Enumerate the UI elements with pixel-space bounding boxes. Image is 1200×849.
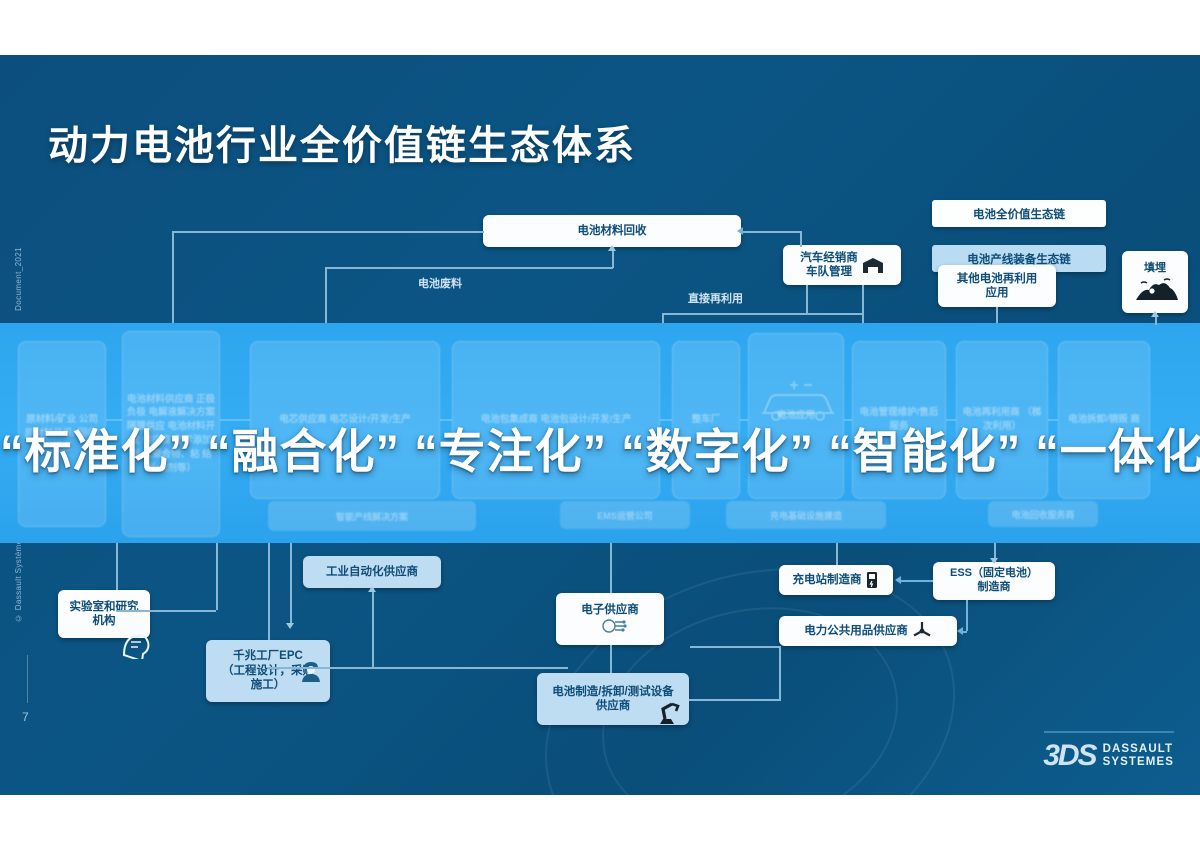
page-tick-rule — [27, 655, 28, 703]
logo-line-2: SYSTEMES — [1102, 756, 1174, 768]
connector — [610, 645, 612, 673]
side-label-document: Document_2021 — [14, 247, 23, 311]
warehouse-icon — [862, 256, 884, 274]
band-node-raw-materials[interactable]: 原材料/矿业 公司 原材料开采/ 回收/提炼 — [18, 341, 106, 527]
band-subnode-recycle-service[interactable]: 电池回收服务商 — [988, 501, 1098, 527]
connector — [806, 285, 808, 313]
legend-badge-full-value-chain[interactable]: 电池全价值生态链 — [932, 200, 1106, 227]
node-lab-research-institute[interactable]: 实验室和研究机构 — [58, 590, 150, 638]
node-label: 电池材料回收 — [577, 224, 647, 237]
connector — [612, 247, 614, 268]
node-landfill[interactable]: 填埋 — [1122, 251, 1188, 313]
connector — [372, 588, 374, 668]
node-label: 电力公共用品供应商 — [804, 624, 908, 637]
logo-divider — [1044, 731, 1174, 733]
connector — [610, 543, 612, 593]
node-label: 填埋 — [1144, 261, 1166, 274]
node-utility-supplier[interactable]: 电力公共用品供应商 — [779, 616, 957, 646]
connector — [689, 699, 781, 701]
decorative-swoosh — [503, 517, 997, 795]
research-head-icon — [118, 625, 152, 664]
node-charging-station-manufacturer[interactable]: 充电站制造商 — [779, 565, 893, 595]
node-label: 实验室和研究机构 — [69, 600, 139, 627]
band-node-dismantling[interactable]: 电池拆卸/销毁 商 — [1058, 341, 1150, 499]
band-node-battery-materials[interactable]: 电池材料供应商 正极 负极 电解液解决方案 隔膜供应 电池材料开发 供应商 化学… — [122, 331, 220, 537]
arrow-left-icon — [737, 227, 743, 235]
flow-label-direct-reuse: 直接再利用 — [688, 293, 743, 305]
band-subnode-charging-infra[interactable]: 充电基础设施建造 — [726, 501, 886, 529]
connector — [662, 313, 664, 323]
connector — [172, 231, 174, 323]
connector — [116, 610, 216, 612]
connector — [966, 600, 968, 631]
connector — [996, 307, 998, 323]
connector — [899, 580, 933, 582]
connector — [172, 231, 484, 233]
band-subnode-smart-line[interactable]: 智能产线解决方案 — [268, 501, 476, 531]
node-electronics-supplier[interactable]: 电子供应商 — [556, 593, 664, 645]
node-ess-manufacturer[interactable]: ESS（固定电池） 制造商 — [933, 562, 1055, 600]
arrow-up-icon — [608, 245, 616, 251]
arrow-up-icon — [1151, 311, 1159, 317]
band-node-second-life[interactable]: 电池再利用商 （梯次利用） — [956, 341, 1048, 499]
connector — [116, 543, 118, 590]
charging-station-icon — [866, 571, 880, 589]
logo-line-1: DASSAULT — [1102, 743, 1174, 756]
value-chain-band: 原材料/矿业 公司 原材料开采/ 回收/提炼 电池材料供应商 正极 负极 电解液… — [0, 323, 1200, 543]
connector — [836, 543, 838, 565]
connector — [662, 313, 862, 315]
side-label-copyright: © Dassault Systèmes — [14, 535, 23, 623]
node-auto-dealer-fleet[interactable]: 汽车经销商 车队管理 — [783, 245, 901, 285]
connector — [862, 285, 864, 323]
node-label: 其他电池再利用 应用 — [956, 272, 1038, 299]
connector — [325, 267, 327, 323]
node-label: 汽车经销商 车队管理 — [800, 251, 858, 278]
node-industrial-automation-supplier[interactable]: 工业自动化供应商 — [303, 556, 441, 588]
band-node-pack-integrator[interactable]: 电池包集成商 电池包设计/开发/生产 — [452, 341, 660, 499]
band-node-battery-application[interactable]: 电池应用 — [748, 333, 844, 499]
node-label: 电池制造/拆卸/测试设备 供应商 — [552, 685, 674, 712]
arrow-down-icon — [990, 558, 998, 564]
brand-logo: 3DS DASSAULT SYSTEMES — [1043, 739, 1174, 773]
band-node-battery-service[interactable]: 电池管理维护/售后服务 — [852, 341, 946, 499]
slogan-overlay: “标准化” “融合化” “专注化” “数字化” “智能化” “一体化” — [0, 425, 1200, 478]
arrow-left-icon — [957, 627, 963, 635]
turbine-icon — [912, 621, 932, 641]
connector — [268, 667, 568, 669]
connector — [325, 267, 613, 269]
worker-icon — [300, 659, 322, 688]
car-icon — [762, 381, 834, 421]
band-subnode-ems[interactable]: EMS运营公司 — [560, 501, 690, 529]
band-node-oem[interactable]: 整车厂 — [672, 341, 740, 499]
node-battery-material-recycling[interactable]: 电池材料回收 — [483, 215, 741, 247]
page-number: 7 — [22, 710, 29, 724]
connector — [800, 231, 802, 247]
landfill-icon — [1134, 276, 1180, 302]
arrow-left-icon — [895, 576, 901, 584]
arrow-down-icon — [286, 623, 294, 629]
arrow-up-icon — [368, 586, 376, 592]
slide-canvas: 动力电池行业全价值链生态体系 电池全价值生态链 电池产线装备生态链 Docume… — [0, 55, 1200, 795]
chip-icon — [595, 617, 629, 635]
node-label: 充电站制造商 — [792, 573, 862, 586]
node-other-battery-reuse[interactable]: 其他电池再利用 应用 — [938, 265, 1056, 307]
node-label: ESS（固定电池） 制造商 — [949, 567, 1038, 593]
flow-label-battery-scrap: 电池废料 — [418, 278, 462, 290]
connector — [779, 646, 781, 699]
connector — [690, 646, 780, 648]
page-title: 动力电池行业全价值链生态体系 — [48, 124, 636, 168]
logo-mark: 3DS — [1043, 739, 1097, 772]
node-label: 电子供应商 — [581, 603, 639, 616]
connector — [216, 543, 218, 610]
connector — [963, 631, 967, 633]
node-label: 工业自动化供应商 — [326, 565, 418, 578]
band-node-cell-supplier[interactable]: 电芯供应商 电芯设计/开发/生产 — [250, 341, 440, 499]
connector — [994, 543, 996, 562]
connector — [741, 231, 801, 233]
robot-arm-icon — [657, 700, 681, 731]
connector — [1155, 313, 1157, 325]
connector — [290, 543, 292, 625]
connector — [268, 543, 270, 640]
